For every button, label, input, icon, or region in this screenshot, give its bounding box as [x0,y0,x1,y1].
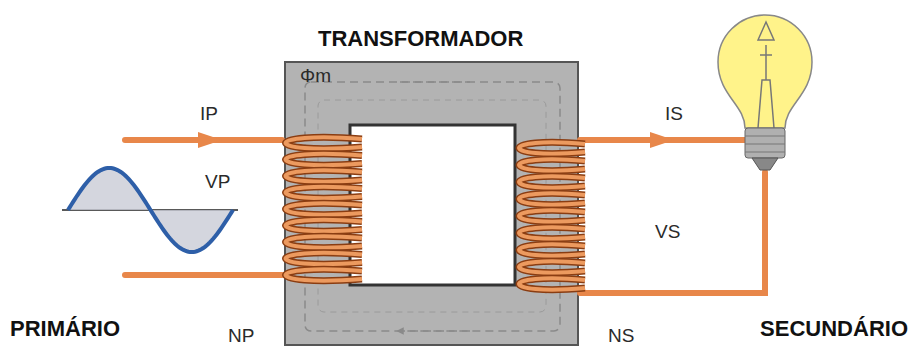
coil-winding [286,269,363,280]
coil-winding [286,203,363,214]
primary-wire [125,272,282,278]
coil-winding [286,170,363,181]
voltage-label: VP [205,172,230,191]
current-label: IS [665,104,683,123]
section-label: PRIMÁRIO [10,318,120,340]
coil-winding [519,278,585,289]
flux-label: Φm [300,66,331,85]
flux-line [400,82,470,331]
coil-winding [519,142,585,153]
coil-winding [286,187,363,198]
secondary-wire [580,172,765,293]
coil-winding [286,137,363,148]
coil-winding [286,203,363,214]
turns-label: NS [608,326,634,345]
core-window [350,125,515,285]
coil-winding [519,176,585,187]
turns-label: NP [228,326,254,345]
coil-winding [286,236,363,247]
coil-winding [519,227,585,238]
coil-winding [519,193,585,204]
coil-winding [519,159,585,170]
coil-winding [519,261,585,272]
coil-winding [519,193,585,204]
coil-winding [286,269,363,280]
coil-winding [286,137,363,148]
coil-winding [519,244,585,255]
coil-winding [286,253,363,264]
coil-winding [519,159,585,170]
coil-winding [286,170,363,181]
coil-winding [519,210,585,221]
coil-winding [519,278,585,289]
current-label: IP [200,104,218,123]
section-label: SECUNDÁRIO [760,318,908,340]
lamp [718,15,812,170]
coil-winding [286,220,363,231]
current-arrow [198,132,222,148]
coil-winding [519,227,585,238]
sine-wave [68,168,233,252]
coil-winding [286,154,363,165]
coil-winding [519,176,585,187]
coil-winding [286,236,363,247]
coil-winding [519,244,585,255]
coil-winding [286,253,363,264]
coil-winding [519,261,585,272]
diagram-title: TRANSFORMADOR [318,28,523,50]
sine-shade [68,168,233,252]
coil-winding [286,154,363,165]
voltage-label: VS [655,222,680,241]
coil-winding [286,187,363,198]
coil-winding [519,142,585,153]
current-arrow [650,132,674,148]
coil-winding [286,220,363,231]
coil-winding [519,210,585,221]
